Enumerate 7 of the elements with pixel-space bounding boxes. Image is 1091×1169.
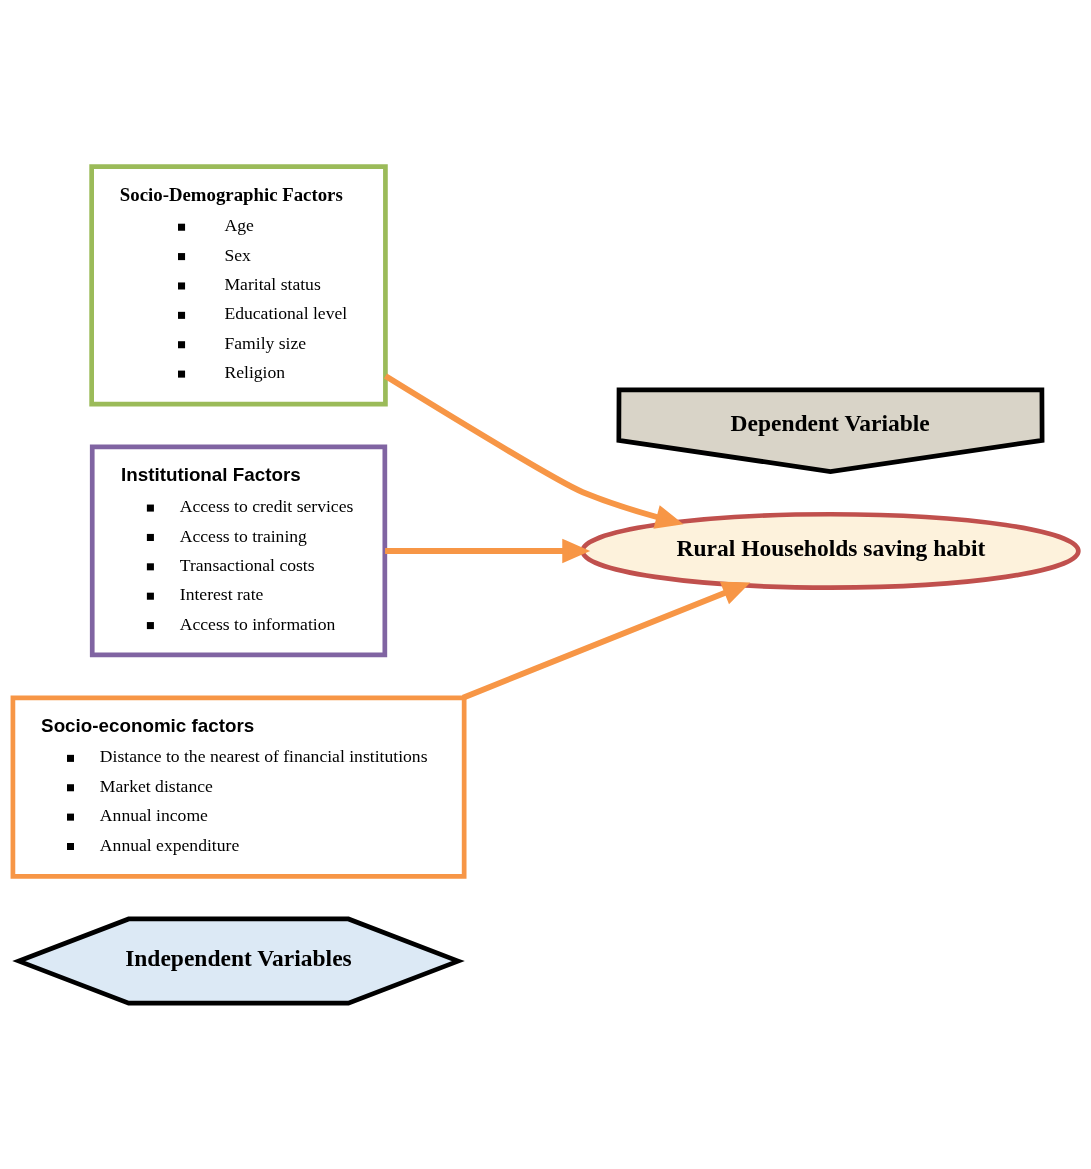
arrow [461, 581, 751, 700]
arrow [385, 538, 591, 563]
node-box: Institutional Factors Access to credit services Access to training Transactional costs Interest rate Access to information [89, 444, 388, 657]
node-box: Socio-economic factors Distance to the nearest of financial institutions Market distance Annual income Annual expenditure [10, 695, 467, 879]
node-ellipse: Rural Households saving habit [580, 511, 1081, 590]
arrow [383, 373, 684, 529]
node-box: Socio-Demographic Factors Age Sex Marital status Educational level Family size Religion [89, 163, 388, 406]
